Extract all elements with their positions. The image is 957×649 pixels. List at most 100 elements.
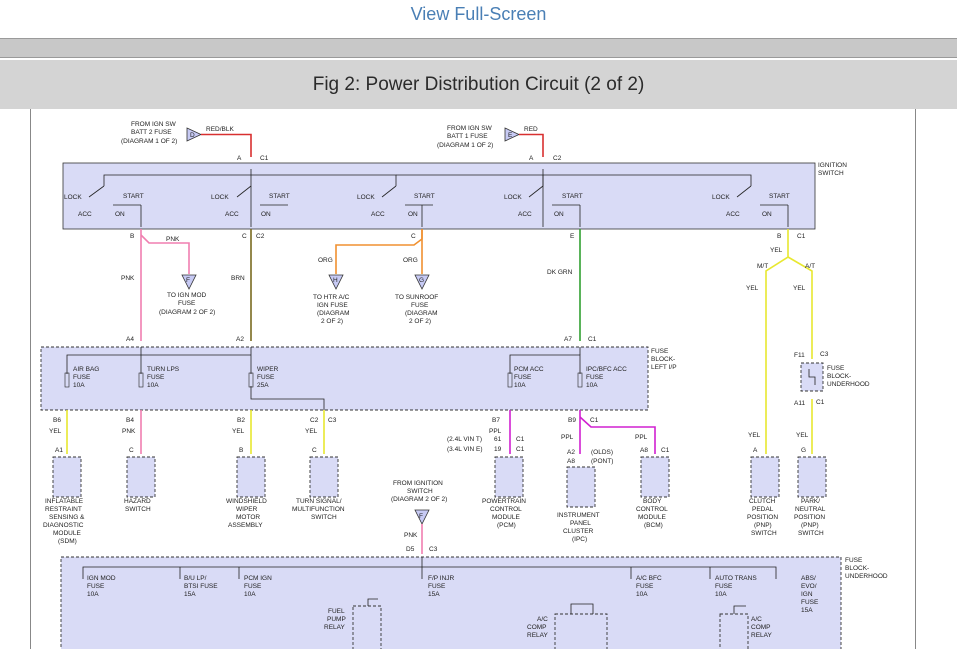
- svg-text:(DIAGRAM: (DIAGRAM: [405, 310, 438, 317]
- view-full-screen-link[interactable]: View Full-Screen: [410, 4, 547, 24]
- svg-text:WIPER: WIPER: [236, 506, 258, 513]
- svg-text:RESTRAINT: RESTRAINT: [45, 506, 82, 513]
- switch-position-labels: LOCK START ACC ON LOCK START ACC ON LOCK…: [64, 193, 790, 218]
- svg-text:CONTROL: CONTROL: [636, 506, 668, 513]
- svg-text:BRN: BRN: [231, 275, 245, 282]
- svg-text:FUSE: FUSE: [651, 348, 669, 355]
- svg-text:UNDERHOOD: UNDERHOOD: [845, 573, 888, 580]
- fuse-turn-lps: TURN LPS FUSE 10A: [138, 366, 180, 389]
- svg-text:A: A: [529, 155, 534, 162]
- svg-text:61: 61: [494, 436, 502, 443]
- svg-text:(PCM): (PCM): [497, 522, 516, 529]
- fuse-ign-mod: IGN MOD FUSE 10A: [87, 575, 116, 598]
- svg-text:POWERTRAIN: POWERTRAIN: [482, 498, 526, 505]
- svg-text:19: 19: [494, 446, 502, 453]
- svg-text:UNDERHOOD: UNDERHOOD: [827, 381, 870, 388]
- ignition-switch-label-2: SWITCH: [818, 170, 844, 177]
- svg-text:(DIAGRAM 2 OF 2): (DIAGRAM 2 OF 2): [159, 309, 215, 316]
- fuse-wiper: WIPER FUSE 25A: [248, 366, 279, 389]
- svg-text:AUTO TRANS: AUTO TRANS: [715, 575, 757, 582]
- relay-ac-comp-1: A/C COMP RELAY: [527, 603, 608, 649]
- svg-text:E: E: [508, 132, 513, 139]
- svg-text:CONTROL: CONTROL: [490, 506, 522, 513]
- svg-text:WINDSHIELD: WINDSHIELD: [226, 498, 267, 505]
- svg-text:C1: C1: [588, 336, 597, 343]
- svg-text:PARK/: PARK/: [801, 498, 820, 505]
- svg-text:(BCM): (BCM): [644, 522, 663, 529]
- svg-text:B: B: [130, 233, 134, 240]
- svg-text:C3: C3: [328, 417, 337, 424]
- svg-text:A8: A8: [567, 458, 575, 465]
- svg-text:ORG: ORG: [318, 257, 333, 264]
- svg-text:CLUTCH: CLUTCH: [749, 498, 776, 505]
- fuse-auto-trans: AUTO TRANS FUSE 10A: [715, 575, 757, 598]
- svg-text:YEL: YEL: [305, 428, 318, 435]
- svg-text:RED/BLK: RED/BLK: [206, 126, 234, 133]
- svg-text:START: START: [562, 193, 583, 200]
- svg-text:10A: 10A: [147, 382, 159, 389]
- ignition-switch-label-1: IGNITION: [818, 162, 847, 169]
- svg-text:PANEL: PANEL: [570, 520, 591, 527]
- figure-title-band: Fig 2: Power Distribution Circuit (2 of …: [0, 60, 957, 109]
- svg-text:YEL: YEL: [770, 247, 783, 254]
- svg-text:F: F: [186, 277, 190, 284]
- svg-text:B4: B4: [126, 417, 134, 424]
- svg-text:MOTOR: MOTOR: [236, 514, 260, 521]
- svg-text:PPL: PPL: [561, 434, 574, 441]
- svg-text:C1: C1: [590, 417, 599, 424]
- fuse-fp-injr: F/P INJR FUSE 15A: [428, 575, 455, 598]
- svg-text:FUSE: FUSE: [73, 374, 91, 381]
- svg-text:(2.4L VIN T): (2.4L VIN T): [447, 436, 482, 443]
- svg-text:FUSE: FUSE: [845, 557, 863, 564]
- svg-text:15A: 15A: [184, 591, 196, 598]
- svg-text:FUSE: FUSE: [715, 583, 733, 590]
- source-batt1: FROM IGN SW BATT 1 FUSE (DIAGRAM 1 OF 2)…: [437, 125, 562, 162]
- svg-text:FUEL: FUEL: [328, 608, 345, 615]
- svg-text:A11: A11: [794, 400, 805, 407]
- wiring-diagram: IGNITION SWITCH LOCK START ACC ON LOCK S…: [40, 121, 888, 649]
- svg-text:START: START: [414, 193, 435, 200]
- svg-text:G: G: [801, 447, 806, 454]
- svg-text:PCM ACC: PCM ACC: [514, 366, 544, 373]
- svg-text:MODULE: MODULE: [53, 530, 81, 537]
- svg-text:ON: ON: [762, 211, 772, 218]
- fuse-abs-evo-ign: ABS/ EVO/ IGN FUSE 15A: [801, 575, 819, 614]
- svg-text:DIAGNOSTIC: DIAGNOSTIC: [43, 522, 84, 529]
- svg-text:ON: ON: [261, 211, 271, 218]
- fuse-air-bag: AIR BAG FUSE 10A: [64, 366, 99, 389]
- relay-fuel-pump: FUEL PUMP RELAY: [324, 598, 382, 649]
- svg-text:RELAY: RELAY: [527, 632, 548, 639]
- fuse-pcm-acc: PCM ACC FUSE 10A: [507, 366, 544, 389]
- svg-text:TO SUNROOF: TO SUNROOF: [395, 294, 438, 301]
- svg-text:YEL: YEL: [746, 285, 759, 292]
- component-ipc: INSTRUMENT PANEL CLUSTER (IPC): [557, 466, 600, 543]
- svg-text:A: A: [237, 155, 242, 162]
- svg-text:C1: C1: [797, 233, 806, 240]
- svg-text:LOCK: LOCK: [504, 194, 522, 201]
- svg-text:BTSI FUSE: BTSI FUSE: [184, 583, 218, 590]
- svg-text:(3.4L VIN E): (3.4L VIN E): [447, 446, 483, 453]
- svg-text:ACC: ACC: [78, 211, 92, 218]
- svg-text:A/C: A/C: [537, 616, 548, 623]
- svg-text:B7: B7: [492, 417, 500, 424]
- svg-text:BLOCK-: BLOCK-: [827, 373, 851, 380]
- svg-text:2 OF 2): 2 OF 2): [321, 318, 343, 325]
- svg-text:SWITCH: SWITCH: [407, 488, 433, 495]
- svg-text:(SDM): (SDM): [58, 538, 77, 545]
- svg-text:10A: 10A: [514, 382, 526, 389]
- svg-text:(DIAGRAM: (DIAGRAM: [317, 310, 350, 317]
- svg-text:ORG: ORG: [403, 257, 418, 264]
- svg-text:PPL: PPL: [635, 434, 648, 441]
- svg-text:A1: A1: [55, 447, 63, 454]
- component-sdm: A1 INFLATABLE RESTRAINT SENSING & DIAGNO…: [43, 447, 85, 545]
- svg-text:A: A: [753, 447, 758, 454]
- svg-text:C: C: [242, 233, 247, 240]
- orange-wire: [335, 229, 423, 274]
- svg-text:F/P INJR: F/P INJR: [428, 575, 455, 582]
- svg-text:PUMP: PUMP: [327, 616, 346, 623]
- svg-text:WIPER: WIPER: [257, 366, 279, 373]
- svg-text:FUSE: FUSE: [178, 300, 196, 307]
- svg-text:CLUSTER: CLUSTER: [563, 528, 594, 535]
- svg-text:B9: B9: [568, 417, 576, 424]
- svg-text:10A: 10A: [636, 591, 648, 598]
